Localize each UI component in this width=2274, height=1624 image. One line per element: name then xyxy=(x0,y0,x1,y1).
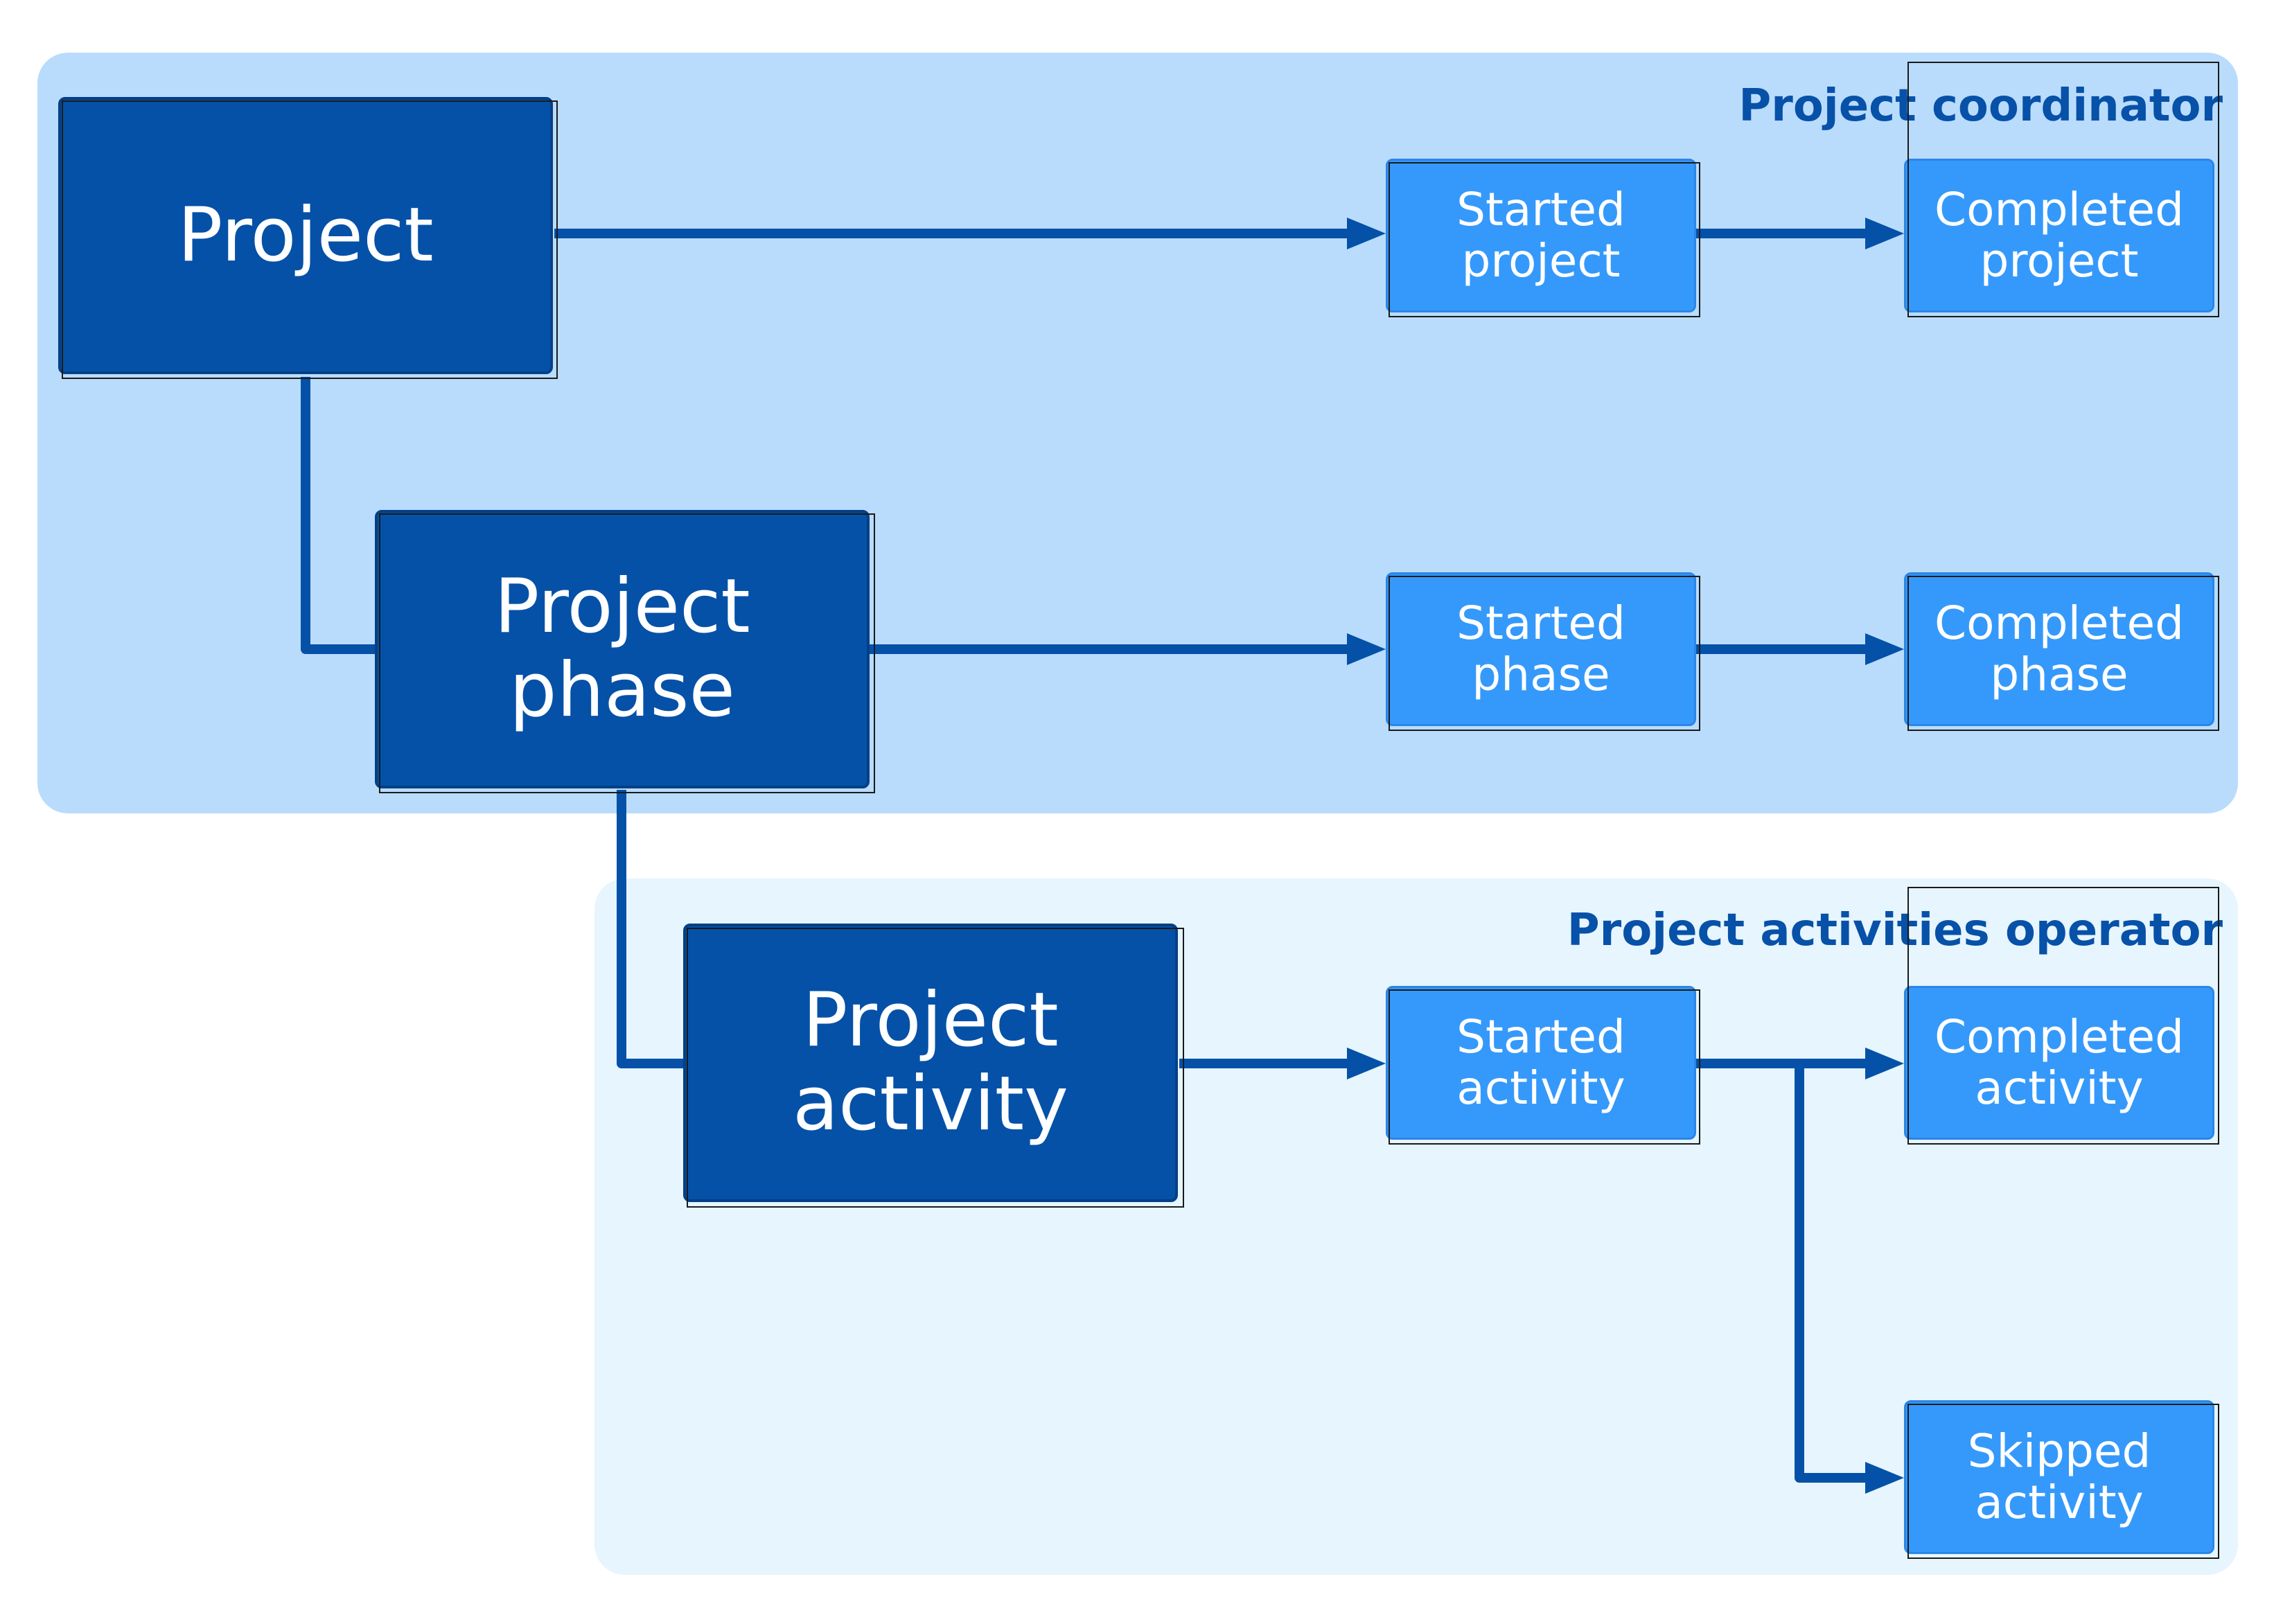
started-activity-to-skipped-activity-arrow xyxy=(1795,1063,1868,1483)
phase-to-activity-connector xyxy=(617,790,686,1068)
started-project-node: Started project xyxy=(1386,159,1696,312)
project-node: Project xyxy=(58,97,553,374)
started-phase-label-line1: Started xyxy=(1456,597,1625,651)
arrowhead-started-phase xyxy=(1347,633,1386,665)
completed-project-label-line1: Completed xyxy=(1934,183,2184,237)
completed-activity-label-line2: activity xyxy=(1975,1061,2144,1115)
completed-activity-label-line1: Completed xyxy=(1934,1010,2184,1064)
completed-activity-node: Completed activity xyxy=(1904,986,2214,1140)
project-activities-operator-title: Project activities operator xyxy=(1567,905,2223,956)
arrowhead-started-activity xyxy=(1347,1048,1386,1079)
project-coordinator-title: Project coordinator xyxy=(1738,80,2223,132)
started-project-label-line1: Started xyxy=(1456,183,1625,237)
skipped-activity-node: Skipped activity xyxy=(1904,1400,2214,1554)
project-activity-node-label-line1: Project xyxy=(802,977,1059,1064)
project-phase-node-label-line2: phase xyxy=(509,647,735,734)
started-activity-label-line1: Started xyxy=(1456,1010,1625,1064)
skipped-activity-label-line1: Skipped xyxy=(1967,1424,2151,1479)
arrowhead-skipped-activity xyxy=(1865,1462,1904,1494)
started-activity-node: Started activity xyxy=(1386,986,1696,1140)
project-phase-node: Project phase xyxy=(375,510,870,788)
started-activity-label-line2: activity xyxy=(1456,1061,1625,1115)
completed-phase-node: Completed phase xyxy=(1904,572,2214,726)
skipped-activity-label-line2: activity xyxy=(1975,1476,2144,1529)
project-activity-node-label-line2: activity xyxy=(792,1061,1069,1147)
completed-phase-label-line1: Completed xyxy=(1934,597,2184,651)
arrowhead-completed-activity xyxy=(1865,1048,1904,1079)
arrowhead-completed-phase xyxy=(1865,633,1904,665)
completed-project-node: Completed project xyxy=(1904,159,2214,312)
completed-phase-label-line2: phase xyxy=(1990,648,2128,701)
started-project-label-line2: project xyxy=(1461,234,1621,288)
project-node-label: Project xyxy=(177,191,434,279)
started-phase-node: Started phase xyxy=(1386,572,1696,726)
project-to-phase-connector xyxy=(301,377,378,654)
arrowhead-completed-project xyxy=(1865,218,1904,249)
started-phase-label-line2: phase xyxy=(1472,648,1610,701)
completed-project-label-line2: project xyxy=(1980,234,2139,288)
arrowhead-started-project xyxy=(1347,218,1386,249)
project-activity-node: Project activity xyxy=(683,924,1178,1202)
project-phase-node-label-line1: Project xyxy=(494,563,750,651)
